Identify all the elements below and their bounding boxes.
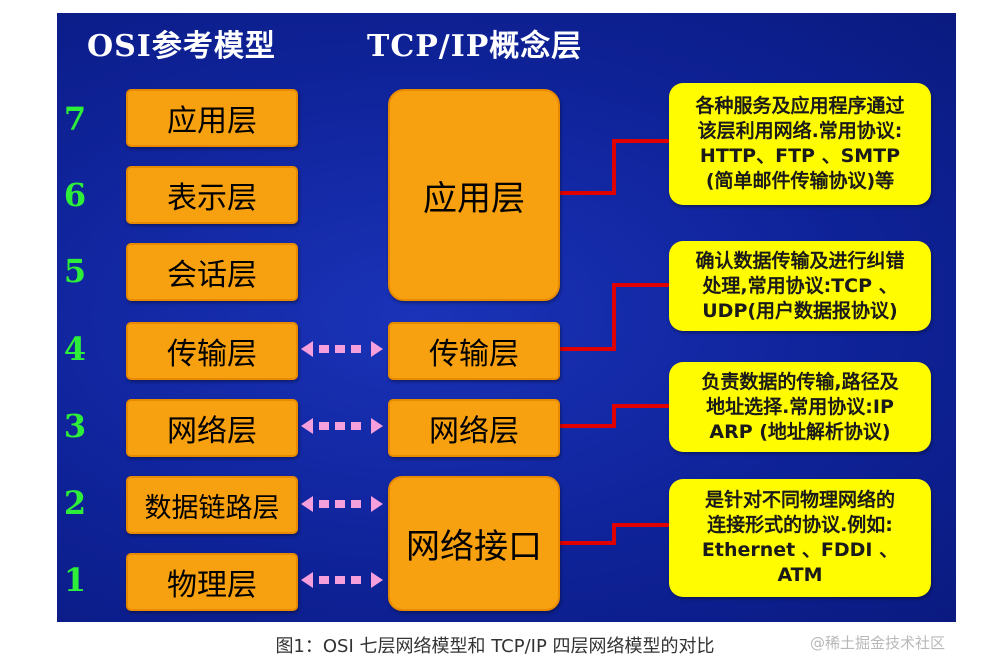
tcpip-link-layer: 网络接口	[388, 476, 560, 611]
layer-number-7: 7	[63, 100, 87, 138]
note-transport-line-2: 处理,常用协议:TCP 、	[702, 274, 898, 297]
layer-number-5: 5	[63, 252, 87, 290]
osi-network-layer: 网络层	[126, 399, 298, 457]
watermark-text: @稀土掘金技术社区	[810, 634, 946, 652]
note-network-line-1: 负责数据的传输,路径及	[701, 370, 899, 393]
note-transport-line-1: 确认数据传输及进行纠错	[695, 249, 905, 272]
arrow-transport	[301, 341, 383, 357]
tcpip-network-layer: 网络层	[388, 399, 560, 457]
tcpip-transport-layer: 传输层	[388, 322, 560, 380]
layer-number-4: 4	[63, 330, 87, 368]
note-network-line-3: ARP (地址解析协议)	[709, 420, 891, 443]
note-link-line-4: ATM	[777, 564, 823, 586]
figure-caption: 图1：OSI 七层网络模型和 TCP/IP 四层网络模型的对比	[275, 636, 715, 657]
note-application-line-4: (简单邮件传输协议)等	[705, 170, 895, 192]
layer-number-6: 6	[63, 176, 87, 214]
arrow-network	[301, 418, 383, 434]
note-application-line-1: 各种服务及应用程序通过	[695, 95, 905, 117]
layer-number-2: 2	[63, 484, 87, 522]
note-transport-line-3: UDP(用户数据报协议)	[702, 299, 898, 322]
connector-application	[557, 139, 669, 195]
tcpip-application-layer: 应用层	[388, 89, 560, 301]
osi-datalink-layer: 数据链路层	[126, 476, 298, 534]
osi-session-layer: 会话层	[126, 243, 298, 301]
note-link: 是针对不同物理网络的 连接形式的协议.例如: Ethernet 、FDDI 、 …	[669, 479, 931, 597]
connector-layer	[301, 139, 669, 588]
note-transport: 确认数据传输及进行纠错 处理,常用协议:TCP 、 UDP(用户数据报协议)	[669, 241, 931, 331]
connector-link	[557, 523, 669, 545]
connector-transport	[557, 283, 669, 351]
osi-transport-layer: 传输层	[126, 322, 298, 380]
note-application-line-2: 该层利用网络.常用协议:	[697, 120, 903, 142]
layer-number-3: 3	[63, 407, 87, 445]
osi-physical-layer: 物理层	[126, 553, 298, 611]
osi-presentation-layer: 表示层	[126, 166, 298, 224]
arrow-physical	[301, 572, 383, 588]
note-application: 各种服务及应用程序通过 该层利用网络.常用协议: HTTP、FTP 、SMTP …	[669, 83, 931, 205]
note-link-line-2: 连接形式的协议.例如:	[707, 514, 893, 536]
note-network: 负责数据的传输,路径及 地址选择.常用协议:IP ARP (地址解析协议)	[669, 362, 931, 452]
tcpip-model-header: TCP/IP概念层	[367, 29, 583, 64]
osi-model-header: OSI参考模型	[87, 29, 276, 64]
diagram-slide: OSI参考模型 TCP/IP概念层 7 6 5 4 3 2 1 应用层 表示层 …	[57, 13, 956, 622]
osi-application-layer: 应用层	[126, 89, 298, 147]
connector-network	[557, 404, 669, 428]
note-application-line-3: HTTP、FTP 、SMTP	[699, 145, 901, 167]
note-link-line-3: Ethernet 、FDDI 、	[701, 539, 899, 561]
layer-number-1: 1	[63, 561, 87, 599]
note-link-line-1: 是针对不同物理网络的	[704, 489, 895, 511]
note-network-line-2: 地址选择.常用协议:IP	[706, 395, 894, 418]
arrow-datalink	[301, 496, 383, 512]
